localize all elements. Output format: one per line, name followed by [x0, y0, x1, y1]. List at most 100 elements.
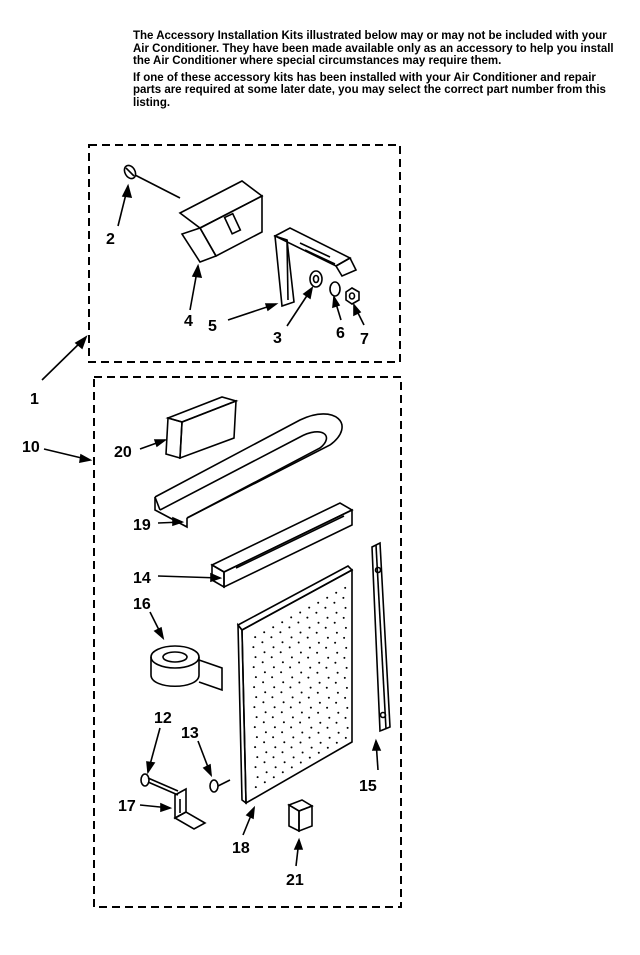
- perforation-dot: [336, 671, 339, 674]
- perforation-dot: [345, 686, 348, 689]
- perforation-dot: [334, 681, 337, 684]
- perforation-dot: [281, 621, 284, 624]
- perforation-dot: [274, 746, 277, 749]
- perforation-dot: [317, 711, 320, 714]
- perforation-dot: [317, 731, 320, 734]
- perforation-dot: [327, 676, 330, 679]
- perforation-dot: [290, 746, 293, 749]
- perforation-dot: [300, 711, 303, 714]
- perforation-dot: [344, 696, 347, 699]
- perforation-dot: [326, 706, 329, 709]
- perforation-dot: [337, 711, 340, 714]
- perforation-dot: [283, 761, 286, 764]
- perforation-dot: [299, 651, 302, 654]
- perforation-dot: [299, 631, 302, 634]
- perforation-dot: [265, 771, 268, 774]
- perforation-dot: [335, 611, 338, 614]
- part-block-21: [287, 799, 314, 833]
- part-lock-washer-6: [329, 281, 341, 297]
- perforation-dot: [272, 736, 275, 739]
- perforation-dot: [334, 641, 337, 644]
- part-foam-block-20: [165, 396, 239, 460]
- perforation-dot: [263, 671, 266, 674]
- callout-19: 19: [133, 517, 151, 534]
- perforation-dot: [342, 616, 345, 619]
- perforation-dot: [346, 726, 349, 729]
- perforation-dot: [253, 686, 256, 689]
- perforation-dot: [255, 736, 258, 739]
- perforation-dot: [317, 751, 320, 754]
- perforation-dot: [282, 681, 285, 684]
- callout-15: 15: [359, 778, 377, 795]
- part-mounting-bracket-5: [273, 227, 358, 308]
- perforation-dot: [292, 736, 295, 739]
- part-u-seal-19: [154, 413, 343, 529]
- callout-17: 17: [118, 798, 136, 815]
- perforation-dot: [290, 636, 293, 639]
- perforation-dot: [299, 721, 302, 724]
- part-side-strip-15: [371, 541, 391, 733]
- perforation-dot: [272, 776, 275, 779]
- callout-16: 16: [133, 596, 151, 613]
- perforation-dot: [279, 651, 282, 654]
- kit-box-10: [93, 376, 402, 908]
- perforation-dot: [301, 751, 304, 754]
- perforation-dot: [307, 676, 310, 679]
- perforation-dot: [281, 771, 284, 774]
- perforation-dot: [308, 736, 311, 739]
- perforation-dot: [290, 766, 293, 769]
- callout-7: 7: [360, 331, 369, 348]
- perforation-dot: [254, 786, 257, 789]
- perforation-dot: [324, 626, 327, 629]
- perforation-dot: [344, 626, 347, 629]
- perforation-dot: [290, 656, 293, 659]
- perforation-dot: [309, 706, 312, 709]
- perforation-dot: [345, 646, 348, 649]
- perforation-dot: [343, 656, 346, 659]
- perforation-dot: [298, 701, 301, 704]
- perforation-dot: [337, 731, 340, 734]
- perforation-dot: [256, 756, 259, 759]
- perforation-dot: [308, 756, 311, 759]
- perforation-dot: [326, 596, 329, 599]
- intro-text: The Accessory Installation Kits illustra…: [133, 30, 623, 113]
- perforation-dot: [281, 731, 284, 734]
- perforation-dot: [300, 671, 303, 674]
- perforation-dot: [307, 696, 310, 699]
- perforation-dot: [298, 661, 301, 664]
- perforation-dot: [280, 691, 283, 694]
- perforation-dot: [344, 736, 347, 739]
- perforation-dot: [254, 746, 257, 749]
- perforation-dot: [319, 741, 322, 744]
- perforation-dot: [288, 626, 291, 629]
- perforation-dot: [263, 651, 266, 654]
- perforation-dot: [327, 656, 330, 659]
- perforation-dot: [346, 706, 349, 709]
- callout-13: 13: [181, 725, 199, 742]
- perforation-dot: [309, 666, 312, 669]
- callout-20: 20: [114, 444, 132, 461]
- perforation-dot: [325, 646, 328, 649]
- callout-4: 4: [184, 313, 193, 330]
- perforation-dot: [272, 756, 275, 759]
- perforation-dot: [274, 766, 277, 769]
- part-angle-clip-17: [173, 787, 207, 830]
- part-bracket-cover-4: [178, 180, 264, 263]
- perforation-dot: [315, 611, 318, 614]
- callout-1: 1: [30, 391, 39, 408]
- perforation-dot: [308, 646, 311, 649]
- perforation-dot: [289, 686, 292, 689]
- callout-18: 18: [232, 840, 250, 857]
- perforation-dot: [253, 706, 256, 709]
- part-screw-2: [123, 164, 181, 199]
- perforation-dot: [288, 646, 291, 649]
- perforation-dot: [254, 656, 257, 659]
- perforation-dot: [262, 721, 265, 724]
- perforation-dot: [336, 691, 339, 694]
- perforation-dot: [299, 741, 302, 744]
- perforation-dot: [291, 676, 294, 679]
- callout-21: 21: [286, 872, 304, 889]
- perforation-dot: [318, 701, 321, 704]
- perforation-dot: [255, 716, 258, 719]
